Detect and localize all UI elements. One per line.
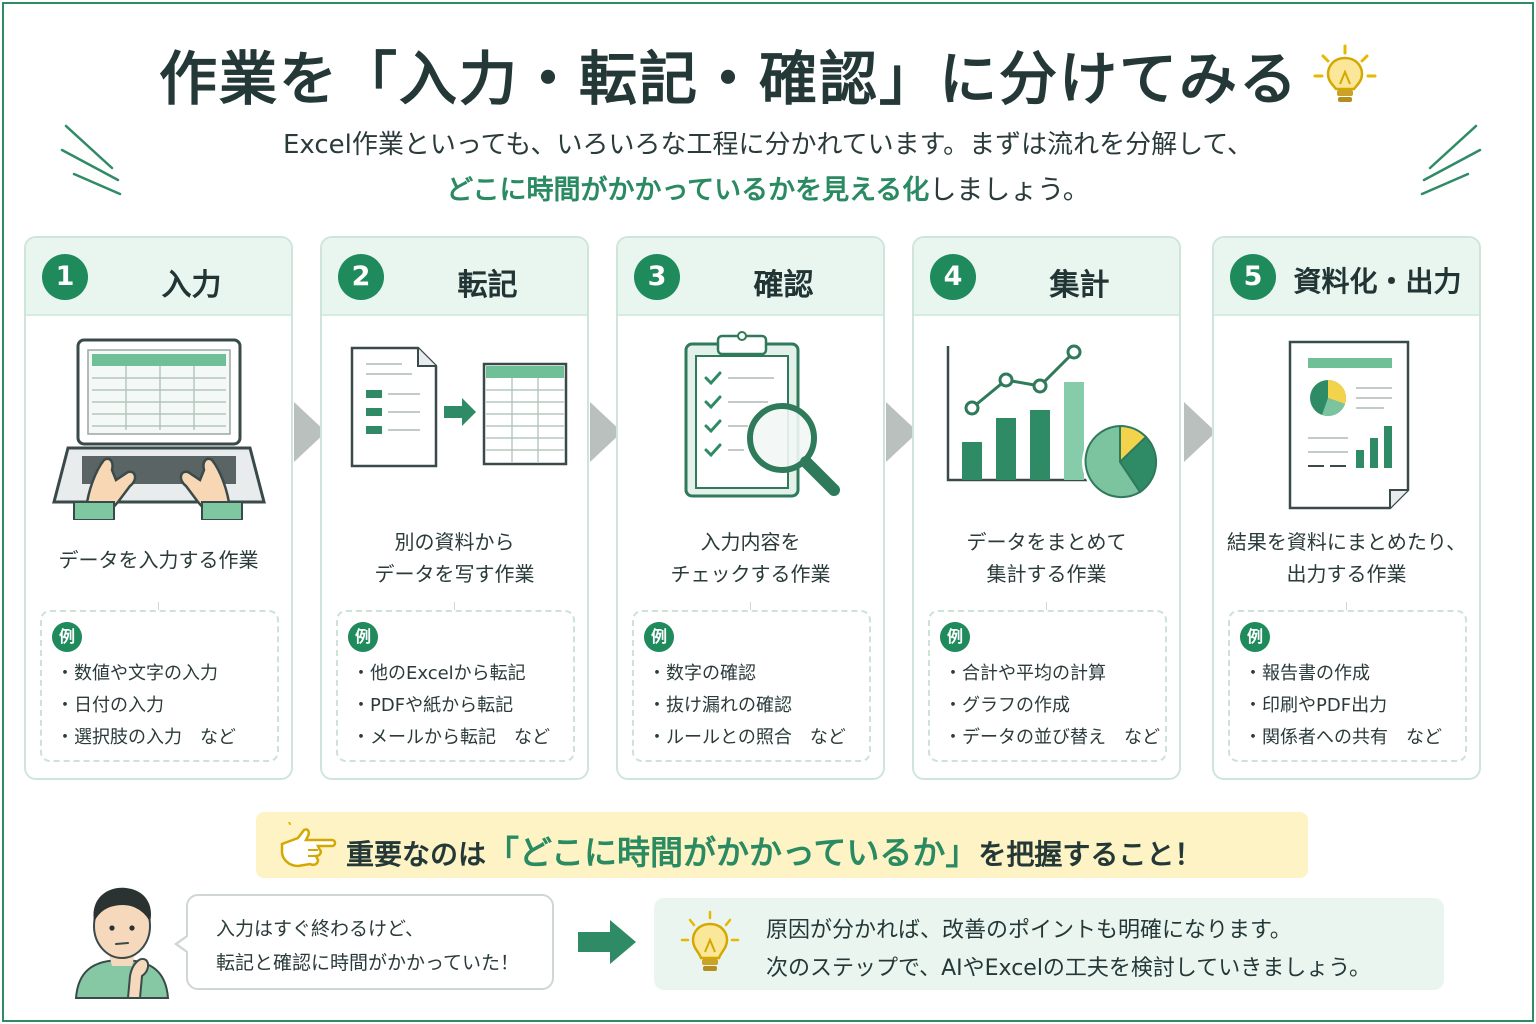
step-description: データをまとめて集計する作業 [966,530,1127,586]
callout-text: 重要なのは「どこに時間がかかっているか」を把握すること！ [346,833,1203,872]
step-number-badge: 5 [1230,254,1276,300]
result-box: 原因が分かれば、改善のポイントも明確になります。 次のステップで、AIやExce… [654,898,1444,990]
examples-list: 他のExcelから転記 PDFや紙から転記 メールから転記 など [352,658,550,754]
arrow-right-icon [578,920,636,964]
chevron-right-icon [886,402,918,462]
examples-box: 例 報告書の作成 印刷やPDF出力 関係者への共有 など [1228,610,1467,762]
step-number-badge: 1 [42,254,88,300]
subtitle-rest: しましょう。 [929,175,1090,206]
examples-list: 合計や平均の計算 グラフの作成 データの並び替え など [944,658,1160,754]
result-line-2: 次のステップで、AIやExcelの工夫を検討していきましょう。 [766,956,1371,981]
step-header: 5 資料化・出力 [1214,238,1479,316]
list-item: メールから転記 など [352,722,550,754]
list-item: 合計や平均の計算 [944,658,1160,690]
connector-tick [1046,602,1047,610]
step-number-badge: 3 [634,254,680,300]
chevron-right-icon [1184,402,1216,462]
step-name: 転記 [457,268,518,303]
list-item: 印刷やPDF出力 [1244,690,1442,722]
speech-bubble: 入力はすぐ終わるけど、 転記と確認に時間がかかっていた！ [174,894,554,990]
step-name: 集計 [1049,268,1110,303]
list-item: 数字の確認 [648,658,846,690]
examples-list: 報告書の作成 印刷やPDF出力 関係者への共有 など [1244,658,1442,754]
subtitle-line-2: どこに時間がかかっているかを見える化しましょう。 [0,168,1536,207]
thinking-person-icon [74,887,170,999]
sparkle-lines-left [60,124,122,196]
step-number-badge: 4 [930,254,976,300]
step-name: 資料化・出力 [1293,265,1462,298]
step-name: 確認 [753,268,814,303]
list-item: PDFや紙から転記 [352,690,550,722]
step-description: データを入力する作業 [58,548,259,572]
chevron-right-icon [294,402,326,462]
step-number-badge: 2 [338,254,384,300]
report-document-icon [1288,340,1410,510]
step-name: 入力 [161,268,222,303]
key-point-callout: 重要なのは「どこに時間がかかっているか」を把握すること！ [256,812,1308,878]
step-description: 別の資料からデータを写す作業 [374,530,535,586]
list-item: 日付の入力 [56,690,236,722]
connector-tick [454,602,455,610]
connector-tick [750,602,751,610]
chevron-right-icon [590,402,622,462]
clipboard-check-icon [684,331,840,498]
examples-box: 例 他のExcelから転記 PDFや紙から転記 メールから転記 など [336,610,575,762]
step-header: 4 集計 [914,238,1179,316]
list-item: 数値や文字の入力 [56,658,236,690]
result-line-1: 原因が分かれば、改善のポイントも明確になります。 [766,918,1292,943]
examples-list: 数値や文字の入力 日付の入力 選択肢の入力 など [56,658,236,754]
step-header: 2 転記 [322,238,587,316]
bubble-line-1: 入力はすぐ終わるけど、 [216,918,425,940]
list-item: 他のExcelから転記 [352,658,550,690]
laptop-typing-icon [52,338,266,520]
examples-box: 例 数値や文字の入力 日付の入力 選択肢の入力 など [40,610,279,762]
subtitle-line-1: Excel作業といっても、いろいろな工程に分かれています。まずは流れを分解して、 [282,130,1254,160]
list-item: 報告書の作成 [1244,658,1442,690]
step-card-input: 1 入力 データを入力する作業 例 数値や文字の入力 日付の入力 選択肢の入力 … [24,236,293,780]
callout-highlight: 「どこに時間がかかっているか」 [486,833,979,872]
connector-tick [1346,602,1347,610]
sparkle-lines-right [1420,124,1482,196]
step-description: 結果を資料にまとめたり、出力する作業 [1226,530,1467,586]
document-transfer-icon [350,346,568,468]
list-item: ルールとの照合 など [648,722,846,754]
step-header: 3 確認 [618,238,883,316]
step-header: 1 入力 [26,238,291,316]
example-badge: 例 [52,622,82,652]
lightbulb-icon [1313,44,1377,122]
example-badge: 例 [1240,622,1270,652]
list-item: データの並び替え など [944,722,1160,754]
list-item: 関係者への共有 など [1244,722,1442,754]
subtitle-highlight: どこに時間がかかっているかを見える化 [446,175,930,206]
example-badge: 例 [644,622,674,652]
lightbulb-icon [680,910,740,971]
list-item: 選択肢の入力 など [56,722,236,754]
page-title: 作業を「入力・転記・確認」に分けてみる [0,32,1536,122]
step-card-output: 5 資料化・出力 結果を資料にまとめたり、出力する作業 例 報告書の作成 印刷や… [1212,236,1481,780]
chart-icon [946,344,1158,500]
step-description: 入力内容をチェックする作業 [670,530,831,586]
bubble-line-2: 転記と確認に時間がかかっていた！ [216,952,520,974]
examples-box: 例 数字の確認 抜け漏れの確認 ルールとの照合 など [632,610,871,762]
example-badge: 例 [348,622,378,652]
example-badge: 例 [940,622,970,652]
list-item: グラフの作成 [944,690,1160,722]
examples-list: 数字の確認 抜け漏れの確認 ルールとの照合 など [648,658,846,754]
list-item: 抜け漏れの確認 [648,690,846,722]
connector-tick [158,602,159,610]
pointing-hand-icon [280,822,337,868]
examples-box: 例 合計や平均の計算 グラフの作成 データの並び替え など [928,610,1167,762]
